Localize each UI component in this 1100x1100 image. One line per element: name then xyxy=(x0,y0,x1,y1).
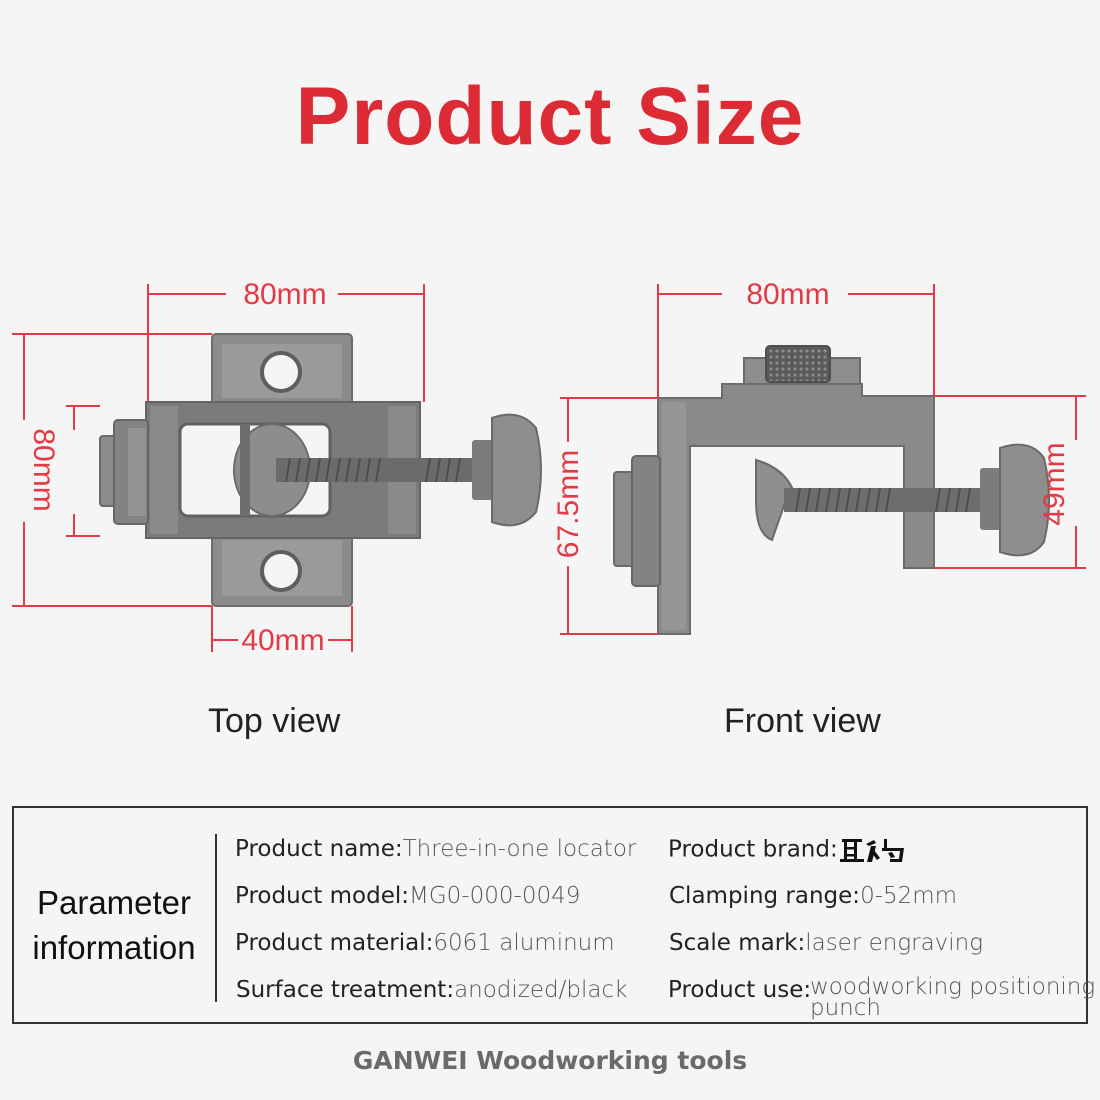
param-label: Product use: xyxy=(668,977,812,1003)
param-product-use: Product use: xyxy=(668,977,811,1003)
top-view-dimensions xyxy=(12,284,425,652)
parameter-table: Parameter information Product name:Three… xyxy=(12,806,1095,1024)
dim-top-width: 80mm xyxy=(243,278,326,311)
param-product-brand: Product brand: xyxy=(668,836,908,864)
technical-drawing: 80mm 80mm 40mm xyxy=(12,278,1086,657)
param-label: Clamping range: xyxy=(669,883,861,909)
param-label: Product material: xyxy=(235,930,434,956)
page-title: Product Size xyxy=(295,71,805,162)
knurled-knob-icon xyxy=(765,345,831,383)
divider xyxy=(215,834,217,1002)
param-value: 0-52mm xyxy=(860,883,958,909)
param-clamping-range: Clamping range:0-52mm xyxy=(669,883,957,909)
param-value: 6061 aluminum xyxy=(433,930,615,956)
brand-logo-icon xyxy=(839,839,904,862)
dim-top-height: 80mm xyxy=(27,428,60,511)
param-product-material: Product material:6061 aluminum xyxy=(235,930,615,956)
dim-front-height: 67.5mm xyxy=(552,450,585,558)
top-view-part xyxy=(99,333,542,607)
param-label: Product model: xyxy=(235,883,410,909)
param-label: Surface treatment: xyxy=(236,977,455,1003)
param-surface-treatment: Surface treatment:anodized/black xyxy=(236,977,627,1003)
param-value: Three-in-one locator xyxy=(402,836,637,862)
param-product-use-value: woodworking positioning punch xyxy=(810,974,1100,1021)
mount-hole-bottom xyxy=(260,550,302,592)
param-product-name: Product name:Three-in-one locator xyxy=(235,836,636,862)
param-label: Scale mark: xyxy=(669,930,806,956)
top-view-label: Top view xyxy=(208,702,341,740)
param-product-model: Product model:MG0-000-0049 xyxy=(235,883,580,909)
param-value: MG0-000-0049 xyxy=(409,883,581,909)
parameter-heading: Parameter information xyxy=(14,880,214,970)
footer-brand: GANWEI Woodworking tools xyxy=(352,1046,748,1075)
heading-line-2: information xyxy=(32,929,196,966)
front-view-label: Front view xyxy=(724,702,881,740)
param-value: anodized/black xyxy=(454,977,628,1003)
param-label: Product brand: xyxy=(668,836,838,863)
front-view-part xyxy=(613,345,1050,635)
mount-hole-top xyxy=(260,351,302,393)
front-view-dimensions xyxy=(560,284,1086,635)
dim-front-width: 80mm xyxy=(746,278,829,311)
heading-line-1: Parameter xyxy=(36,884,192,921)
dim-top-bottom-width: 40mm xyxy=(241,624,324,657)
param-value: woodworking positioning punch xyxy=(810,974,1096,1021)
param-scale-mark: Scale mark:laser engraving xyxy=(669,930,983,956)
dim-front-right-height: 49mm xyxy=(1038,442,1071,525)
param-value: laser engraving xyxy=(805,930,984,956)
param-label: Product name: xyxy=(235,836,403,862)
